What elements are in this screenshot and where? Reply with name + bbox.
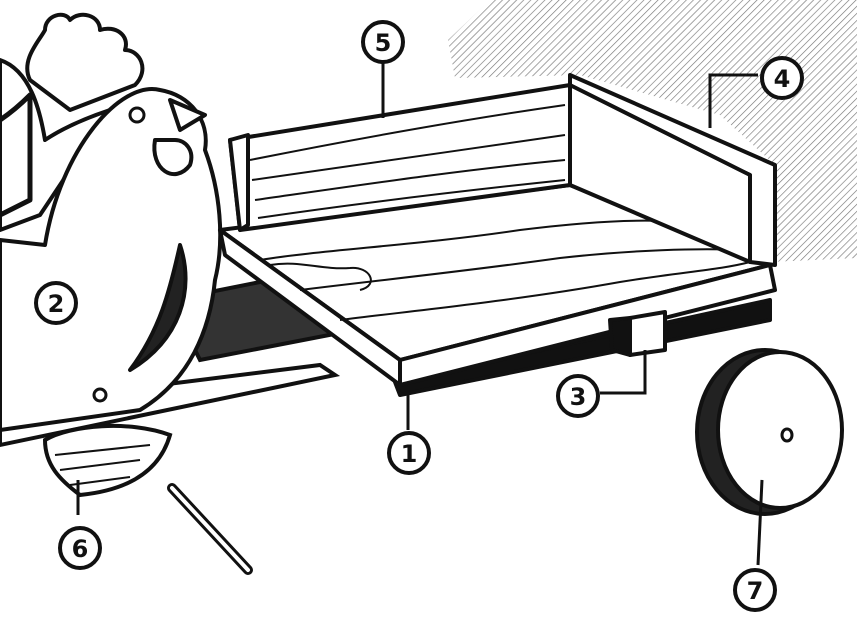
label-2: 2 (36, 283, 76, 323)
hen-wattle (154, 140, 191, 174)
label-1: 1 (389, 433, 429, 473)
hen-body (0, 15, 220, 430)
axle-block (630, 312, 665, 355)
svg-text:3: 3 (570, 383, 587, 411)
wheel (697, 350, 842, 514)
hen-tail-feathers (45, 426, 170, 495)
label-7: 7 (735, 570, 775, 610)
label-5: 5 (363, 22, 403, 62)
hen-hole (94, 389, 106, 401)
label-6: 6 (60, 528, 100, 568)
label-4: 4 (762, 58, 802, 98)
svg-text:6: 6 (72, 535, 89, 563)
label-3: 3 (558, 376, 598, 416)
wheel-hub-hole (782, 429, 792, 441)
svg-text:5: 5 (375, 29, 392, 57)
svg-text:1: 1 (401, 440, 418, 468)
svg-text:2: 2 (48, 290, 65, 318)
svg-text:7: 7 (747, 577, 764, 605)
hen-eye (130, 108, 144, 122)
svg-text:4: 4 (774, 65, 791, 93)
cart-box (220, 75, 775, 395)
